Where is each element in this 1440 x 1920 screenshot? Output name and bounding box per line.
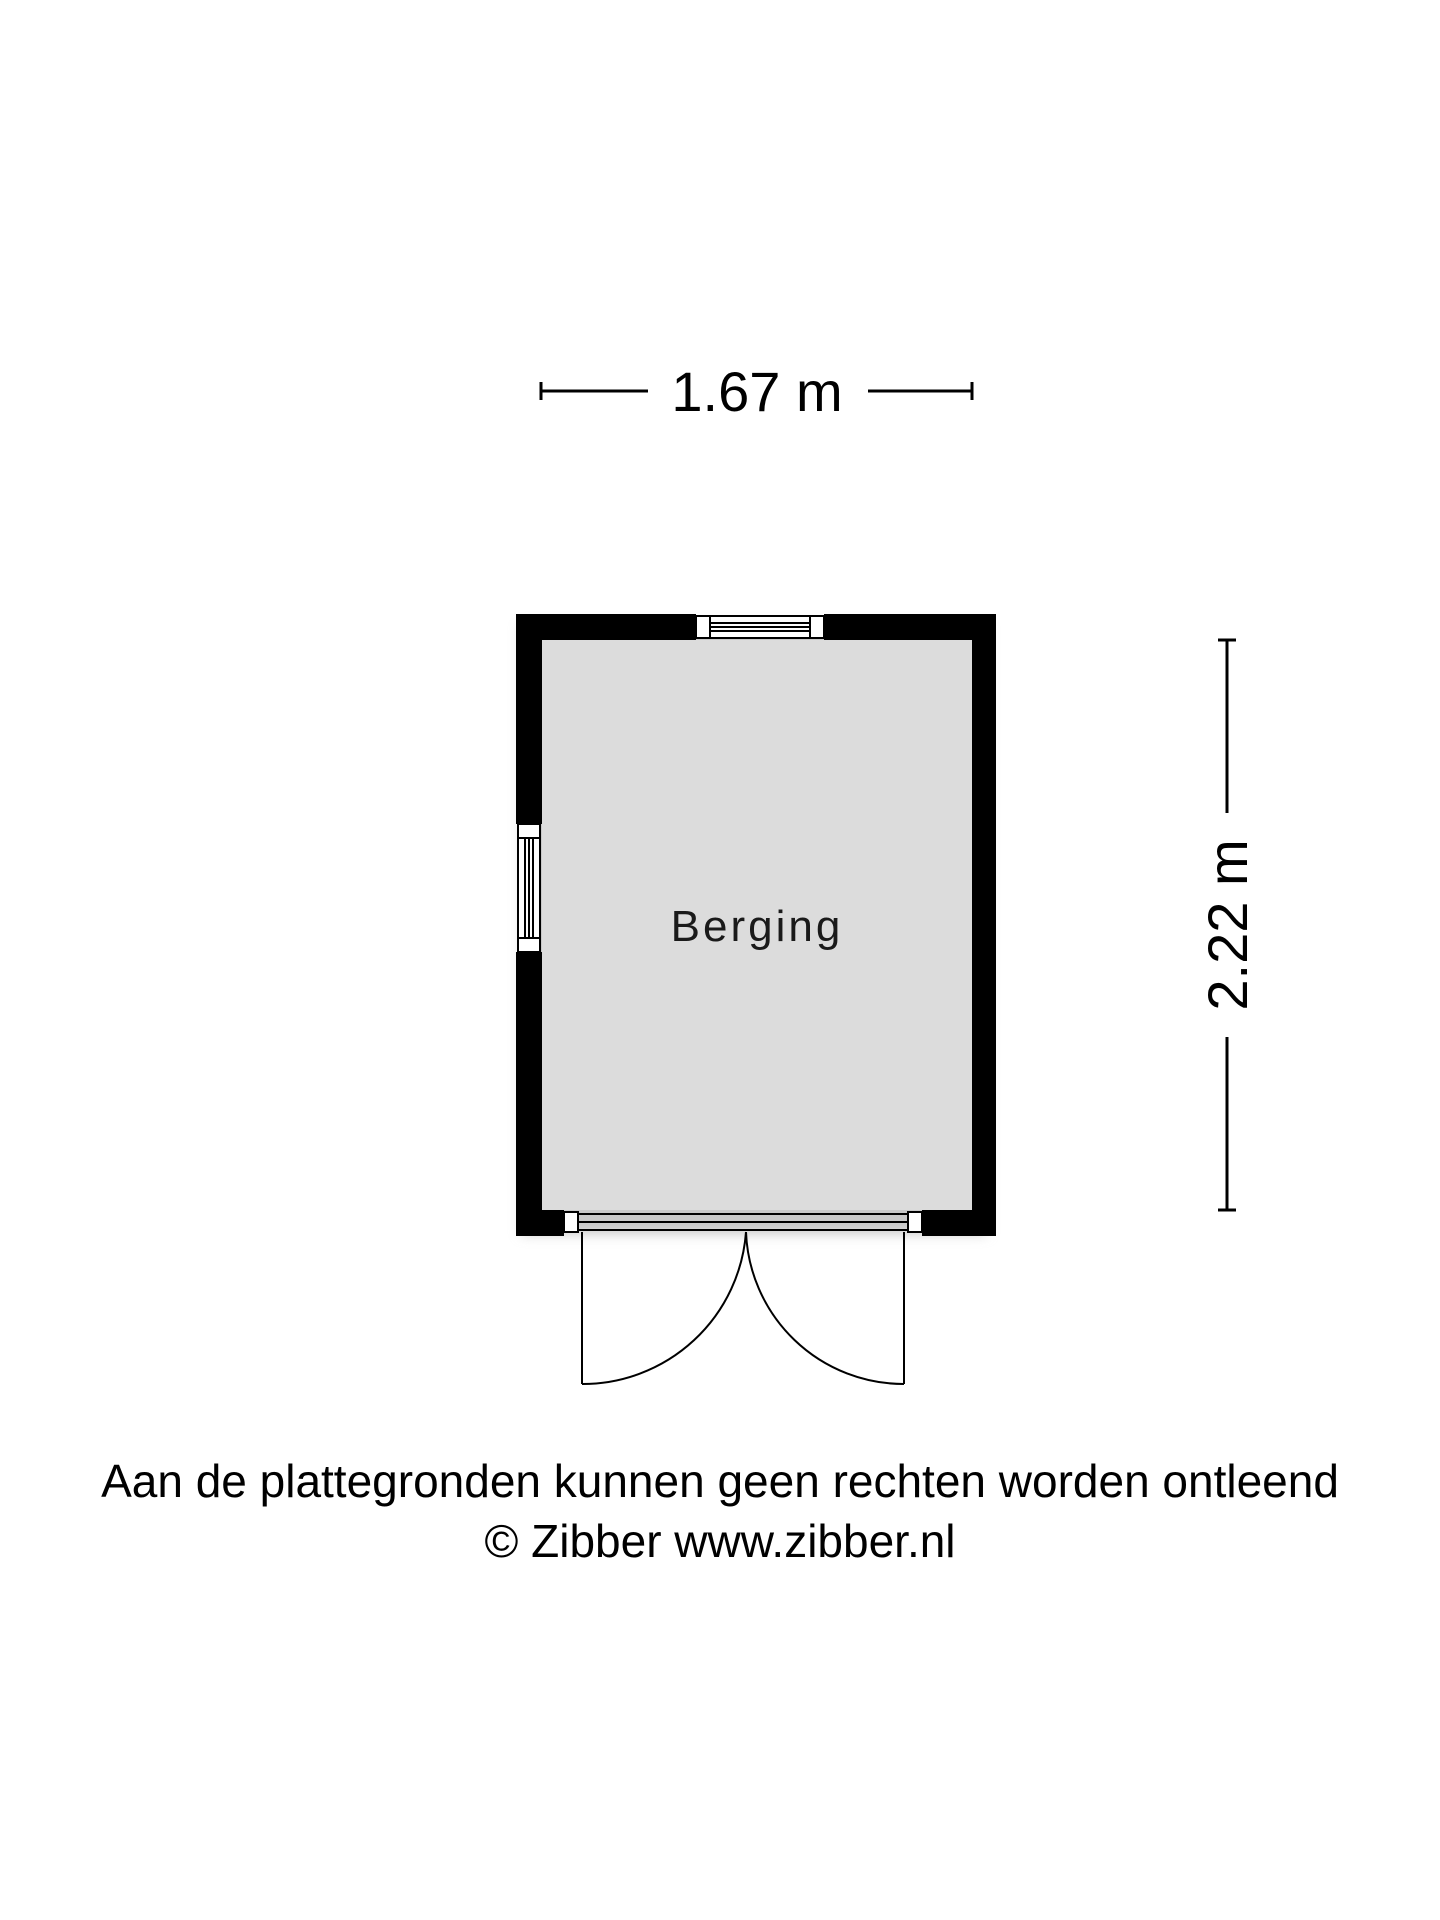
height-dimension <box>1218 638 1236 1212</box>
window-top <box>695 615 825 639</box>
wall-top-left <box>516 614 696 640</box>
door-opening <box>563 1211 923 1233</box>
wall-top-right <box>824 614 996 640</box>
room-label: Berging <box>671 902 844 951</box>
wall-right <box>972 614 996 1236</box>
width-dimension <box>539 382 974 400</box>
width-label: 1.67 m <box>671 360 842 423</box>
door-swing-left <box>581 1231 747 1386</box>
copyright-text: © Zibber www.zibber.nl <box>484 1515 956 1567</box>
window-top-jamb-right <box>809 615 825 639</box>
door-leaves <box>581 1231 905 1386</box>
wall-left-top <box>516 614 542 824</box>
door-jamb-left <box>563 1211 579 1233</box>
wall-bottom-right <box>922 1210 996 1236</box>
door-jamb-right <box>907 1211 923 1233</box>
height-label: 2.22 m <box>1196 839 1259 1010</box>
room <box>522 626 986 1234</box>
disclaimer-text: Aan de plattegronden kunnen geen rechten… <box>101 1455 1339 1507</box>
wall-left-bottom <box>516 952 542 1236</box>
walls <box>516 614 996 1236</box>
door-swing-right <box>745 1231 905 1385</box>
window-left-jamb-top <box>517 823 541 839</box>
window-top-jamb-left <box>695 615 711 639</box>
wall-bottom-left <box>516 1210 564 1236</box>
room-floor <box>542 640 972 1210</box>
window-left-jamb-bottom <box>517 937 541 953</box>
window-left <box>517 823 541 953</box>
